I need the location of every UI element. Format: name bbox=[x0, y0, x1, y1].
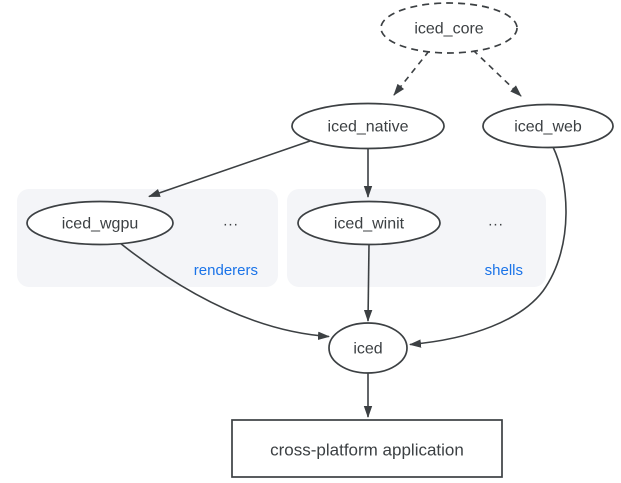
node-iced-wgpu-label: iced_wgpu bbox=[62, 216, 139, 233]
renderers-group-label: renderers bbox=[194, 262, 258, 279]
node-iced-wgpu bbox=[26, 200, 174, 246]
edge-iced_core-iced_native bbox=[393, 50, 430, 96]
node-iced-web-label: iced_web bbox=[514, 119, 582, 136]
edge-iced_wgpu-iced bbox=[119, 242, 330, 340]
node-cross-platform-application bbox=[231, 419, 503, 478]
edge-iced_native-iced_wgpu bbox=[148, 140, 311, 198]
node-iced-native-label: iced_native bbox=[328, 119, 409, 136]
shells-ellipsis: ... bbox=[488, 213, 504, 230]
node-app-label: cross-platform application bbox=[270, 441, 464, 460]
edge-iced_web-iced bbox=[409, 146, 567, 348]
node-iced-winit-label: iced_winit bbox=[334, 216, 405, 233]
node-iced bbox=[328, 322, 408, 374]
node-iced-native bbox=[291, 102, 445, 150]
renderers-ellipsis: ... bbox=[223, 213, 239, 230]
node-iced-winit bbox=[297, 200, 441, 246]
node-iced-core-label: iced_core bbox=[414, 21, 483, 38]
edge-iced_winit-iced bbox=[363, 244, 373, 322]
node-iced-web bbox=[482, 103, 614, 149]
edge-iced_core-iced_web bbox=[472, 49, 522, 97]
node-iced-core bbox=[380, 2, 518, 54]
shells-group-label: shells bbox=[485, 262, 523, 279]
node-iced-label: iced bbox=[353, 341, 382, 358]
